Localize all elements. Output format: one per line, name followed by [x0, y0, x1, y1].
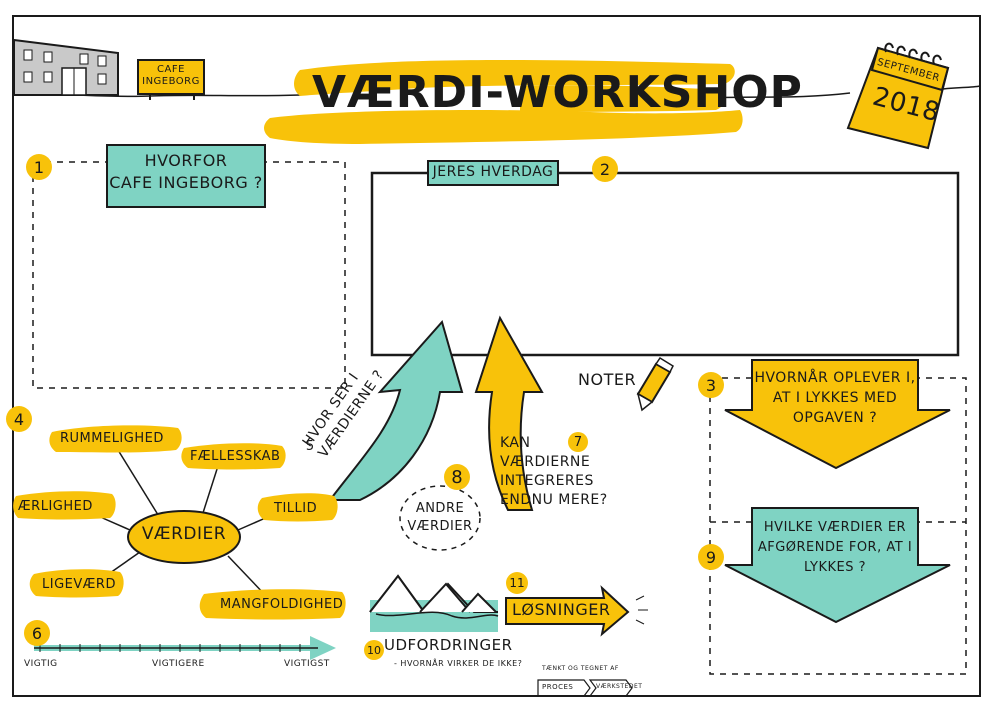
calendar-icon — [846, 42, 950, 150]
credit-line: TÆNKT OG TEGNET AF — [542, 665, 619, 672]
section-2-number: 2 — [592, 156, 618, 182]
value-rummelighed: RUMMELIGHED — [60, 431, 164, 446]
section-10-number: 10 — [364, 640, 384, 660]
mountains-icon — [369, 574, 499, 632]
section-7-text: KAN VÆRDIERNE INTEGRERES ENDNU MERE? — [500, 435, 608, 508]
sheet-border — [12, 15, 981, 697]
importance-scale — [34, 636, 336, 660]
noter-label: NOTER — [578, 370, 637, 389]
scale-vigtig: VIGTIG — [24, 659, 58, 669]
section-1-number: 1 — [26, 154, 52, 180]
section-11-text: LØSNINGER — [512, 600, 611, 619]
section-3-number: 3 — [698, 372, 724, 398]
building-icon — [13, 38, 119, 96]
credit-logo-right: VÆRKSTEDET — [596, 683, 643, 690]
values-center-label: VÆRDIER — [141, 524, 227, 544]
credit-logo — [537, 679, 633, 697]
section-6-number: 6 — [24, 620, 50, 646]
value-mangfoldighed: MANGFOLDIGHED — [220, 597, 344, 612]
values-center-ellipse — [127, 510, 241, 564]
value-ligevaerd: LIGEVÆRD — [42, 577, 116, 592]
section-5-arrow — [327, 319, 464, 501]
section-9-text: HVILKE VÆRDIER ER AFGØRENDE FOR, AT I LY… — [757, 520, 913, 575]
section-5-number: 5 — [305, 438, 315, 454]
section-2-title-box — [427, 160, 559, 186]
scale-vigtigst: VIGTIGST — [284, 659, 330, 669]
value-aerlighed: ÆRLIGHED — [18, 499, 93, 514]
pencil-icon — [636, 356, 674, 412]
section-1-title-box — [106, 144, 266, 208]
scale-vigtigere: VIGTIGERE — [152, 659, 205, 669]
section-2-title: JERES HVERDAG — [432, 164, 554, 180]
section-8-circle — [399, 485, 481, 551]
section-11-number: 11 — [506, 572, 528, 594]
section-7-number: 7 — [568, 432, 588, 452]
section-10-subtitle: - HVORNÅR VIRKER DE IKKE? — [394, 659, 523, 668]
cafe-sign-text: CAFE INGEBORG — [142, 64, 200, 87]
section-3-text: HVORNÅR OPLEVER I, AT I LYKKES MED OPGAV… — [754, 370, 916, 426]
section-2-frame — [370, 171, 960, 357]
section-8-text: ANDRE VÆRDIER — [407, 501, 473, 534]
section-8-number: 8 — [444, 464, 470, 490]
value-tillid: TILLID — [274, 501, 318, 516]
section-9-number: 9 — [698, 544, 724, 570]
section-1-title: HVORFOR CAFE INGEBORG ? — [109, 151, 263, 192]
title-brush — [264, 60, 743, 144]
credit-logo-left: PROCES — [542, 683, 574, 691]
section-10-title: UDFORDRINGER — [384, 636, 513, 654]
page-title: VÆRDI-WORKSHOP — [312, 67, 803, 118]
spark-lines — [635, 595, 648, 625]
section-3-arrow — [724, 359, 951, 470]
section-7-arrow — [474, 315, 544, 511]
value-faellesskab: FÆLLESSKAB — [190, 449, 281, 464]
section-9-arrow — [724, 507, 951, 624]
section-4-number: 4 — [6, 406, 32, 432]
section-11-arrow — [505, 585, 630, 637]
cafe-sign — [137, 59, 205, 100]
values-brushes — [13, 425, 346, 620]
